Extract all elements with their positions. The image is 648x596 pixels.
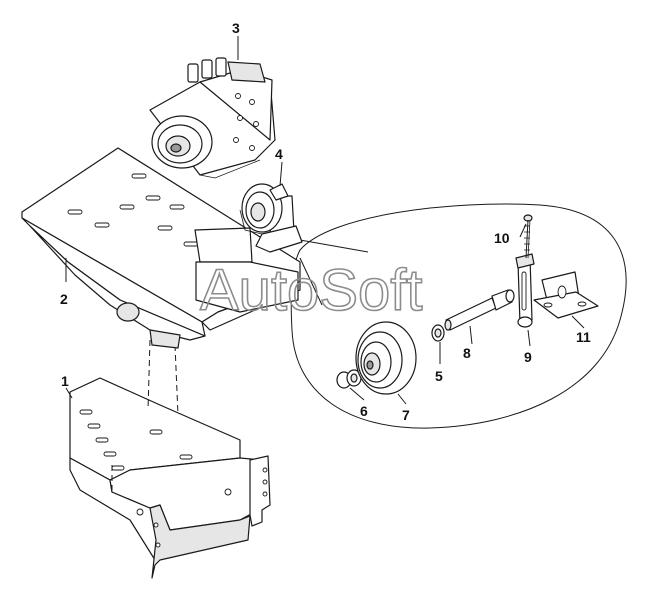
callout-4: 4 xyxy=(275,146,283,162)
detail-ellipse xyxy=(290,203,627,429)
leader-11 xyxy=(571,315,585,329)
detail-leader-bottom xyxy=(299,257,323,306)
callout-5: 5 xyxy=(435,368,443,384)
leader-7 xyxy=(397,393,407,405)
part-4-idler-pulley xyxy=(239,183,303,253)
part-9-tension-bar xyxy=(515,253,535,328)
detail-view xyxy=(290,203,627,429)
part-3-compressor xyxy=(149,57,276,179)
part-2-mounting-plate xyxy=(21,147,301,349)
leader-1 xyxy=(65,387,73,399)
callout-6: 6 xyxy=(360,403,368,419)
callout-9: 9 xyxy=(524,349,532,365)
part-8-shaft xyxy=(444,289,515,331)
leader-10 xyxy=(519,223,527,238)
leader-8 xyxy=(469,325,473,345)
part-10-adjusting-bolt xyxy=(523,214,533,259)
leader-4 xyxy=(279,161,283,187)
callout-3: 3 xyxy=(232,20,240,36)
callout-10: 10 xyxy=(494,230,510,246)
leader-9 xyxy=(527,329,531,347)
callout-11: 11 xyxy=(576,329,591,345)
callout-7: 7 xyxy=(402,407,410,423)
part-1-lower-bracket xyxy=(69,377,271,579)
alignment-line-left xyxy=(147,339,151,411)
alignment-line-right xyxy=(174,344,179,416)
callout-1: 1 xyxy=(61,373,69,389)
callout-8: 8 xyxy=(463,345,471,361)
part-7-pulley xyxy=(355,321,417,395)
part-11-l-bracket xyxy=(533,271,599,319)
part-6-washer xyxy=(336,369,362,389)
leader-6 xyxy=(349,387,365,401)
callout-2: 2 xyxy=(60,291,68,307)
part-5-nut xyxy=(431,324,445,342)
watermark-text: AutoSoft xyxy=(200,258,422,323)
detail-leader-top xyxy=(299,239,369,253)
